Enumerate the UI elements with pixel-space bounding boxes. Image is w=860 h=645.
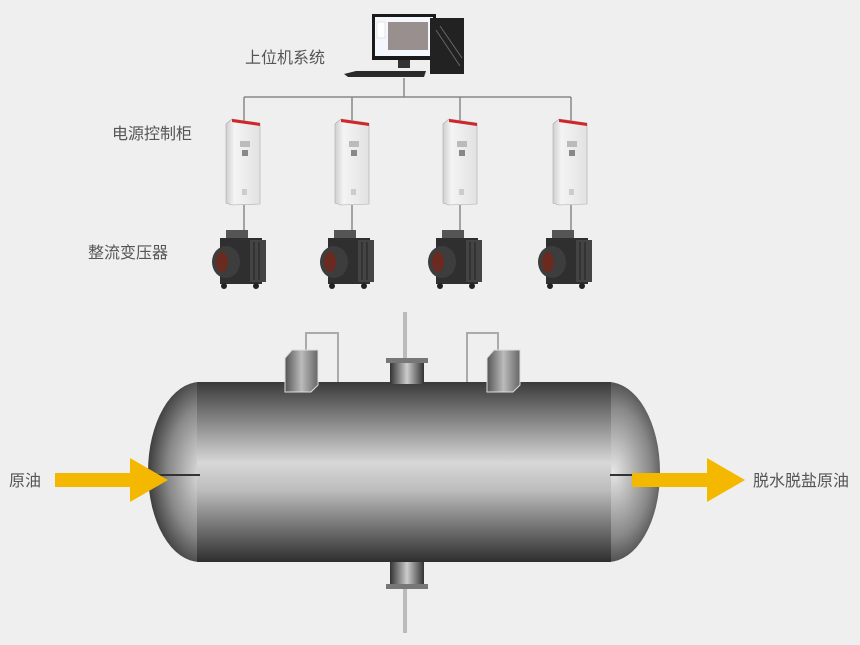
right-electrode-box: [486, 349, 521, 393]
power-cabinet-3: [442, 118, 478, 206]
rectifier-transformer-4: [537, 229, 593, 290]
right-sensor-pipe: [466, 332, 499, 386]
host-system-label: 上位机系统: [245, 48, 325, 67]
host-computer-icon: [344, 14, 464, 77]
power-cabinet-4: [552, 118, 588, 206]
power-cabinet-2: [334, 118, 370, 206]
left-sensor-pipe: [305, 332, 339, 386]
rectifier-transformer-1: [211, 229, 267, 290]
inlet-arrow-icon: [55, 458, 168, 502]
desalter-tank: [148, 358, 660, 589]
power-cabinet-1: [225, 118, 261, 206]
crude-oil-out-label: 脱水脱盐原油: [753, 471, 849, 490]
outlet-arrow-icon: [632, 458, 745, 502]
rectifier-transformer-3: [427, 229, 483, 290]
crude-oil-in-label: 原油: [9, 471, 41, 490]
power-cabinet-label: 电源控制柜: [112, 124, 192, 143]
wiring: [243, 78, 572, 236]
left-electrode-box: [284, 349, 319, 393]
rectifier-transformer-label: 整流变压器: [88, 243, 168, 262]
rectifier-transformer-2: [319, 229, 375, 290]
